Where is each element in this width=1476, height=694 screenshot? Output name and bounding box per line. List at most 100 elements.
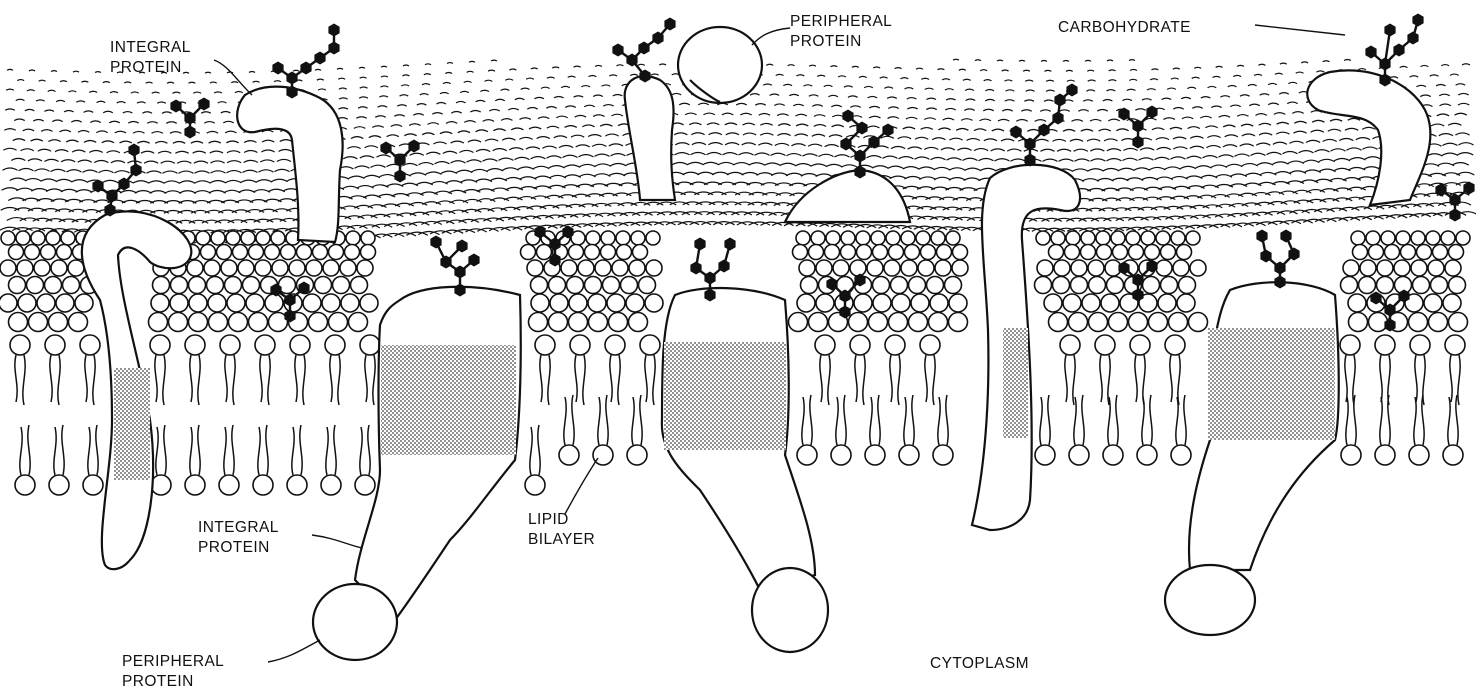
surface-arc — [152, 132, 163, 134]
surface-arc — [828, 95, 838, 96]
lipid-head — [0, 294, 17, 312]
lipid-tail — [1150, 395, 1152, 445]
surface-arc — [1242, 134, 1255, 136]
surface-arc — [1207, 136, 1220, 138]
surface-arc — [493, 129, 505, 131]
lipid-head — [1165, 335, 1185, 355]
surface-arc — [268, 189, 285, 192]
surface-arc — [966, 99, 976, 100]
surface-arc — [756, 173, 773, 176]
surface-arc — [137, 141, 149, 143]
lipid-head — [826, 231, 840, 245]
surface-arc — [932, 138, 945, 140]
surface-arc — [107, 151, 120, 153]
surface-arc — [967, 139, 980, 141]
surface-arc — [1389, 77, 1398, 78]
lipid-tail — [925, 355, 927, 402]
surface-arc — [526, 78, 534, 79]
surface-arc — [1299, 151, 1314, 153]
surface-arc — [76, 101, 85, 102]
surface-arc — [526, 147, 540, 149]
lipid-head — [1385, 245, 1400, 260]
lipid-head — [595, 260, 611, 276]
lipid-head — [221, 260, 237, 276]
surface-arc — [48, 140, 60, 142]
lipid-tail — [820, 355, 822, 402]
lipid-head — [1069, 445, 1089, 465]
surface-arc — [446, 122, 457, 124]
surface-arc — [115, 131, 126, 133]
surface-arc — [354, 127, 365, 129]
lipid-tail — [1458, 355, 1460, 405]
lipid-head — [61, 231, 75, 245]
surface-arc — [493, 149, 507, 151]
lipid-tail — [268, 355, 270, 405]
surface-arc — [1256, 114, 1267, 116]
surface-arc — [342, 186, 359, 189]
surface-arc — [459, 150, 473, 152]
sugar-unit — [328, 42, 339, 55]
lipid-head — [1441, 231, 1455, 245]
lipid-head — [621, 277, 638, 294]
lipid-head — [889, 313, 908, 332]
surface-arc — [1156, 177, 1173, 180]
surface-arc — [460, 180, 477, 183]
surface-arc — [1459, 143, 1474, 145]
surface-arc — [1021, 110, 1032, 112]
surface-arc — [436, 103, 446, 104]
surface-arc — [884, 87, 893, 88]
lipid-tail — [224, 427, 226, 475]
surface-arc — [758, 143, 772, 145]
peripheral-protein-3 — [1165, 565, 1255, 635]
surface-arc — [563, 155, 578, 157]
surface-arc — [809, 65, 816, 66]
surface-arc — [7, 69, 13, 70]
surface-arc — [1274, 172, 1291, 175]
surface-arc — [409, 124, 420, 126]
lipid-head — [1375, 445, 1395, 465]
surface-arc — [777, 114, 788, 116]
surface-arc — [707, 153, 722, 155]
lipid-head — [603, 277, 620, 294]
lipid-head — [841, 231, 855, 245]
surface-arc — [1082, 179, 1099, 182]
surface-arc — [1235, 154, 1250, 156]
surface-arc — [416, 182, 433, 185]
sugar-unit — [1384, 24, 1395, 37]
surface-arc — [534, 176, 551, 179]
surface-arc — [984, 80, 992, 81]
surface-arc — [1289, 171, 1306, 174]
sugar-unit — [272, 62, 283, 75]
surface-arc — [547, 126, 559, 128]
surface-arc — [179, 171, 194, 173]
surface-arc — [225, 180, 241, 182]
surface-arc — [957, 148, 971, 150]
surface-arc — [1334, 168, 1351, 171]
lipid-head — [873, 245, 888, 260]
surface-arc — [89, 151, 102, 153]
lipid-head — [891, 277, 908, 294]
lipid-tail — [640, 395, 642, 445]
lipid-tail — [828, 355, 830, 405]
surface-arc — [256, 180, 272, 182]
surface-arc — [594, 174, 611, 177]
lipid-head — [1343, 260, 1359, 276]
surface-arc — [402, 75, 409, 76]
surface-arc — [945, 108, 956, 110]
surface-arc — [468, 140, 481, 142]
surface-arc — [1126, 178, 1143, 181]
lipid-head — [1149, 313, 1168, 332]
lipid-tail — [572, 395, 574, 445]
surface-arc — [565, 106, 576, 108]
surface-arc — [1450, 74, 1459, 75]
surface-arc — [953, 59, 959, 60]
lipid-head — [537, 245, 552, 260]
surface-arc — [403, 65, 409, 66]
lipid-head — [789, 313, 808, 332]
surface-arc — [41, 179, 57, 181]
lipid-head — [601, 245, 616, 260]
surface-arc — [147, 122, 158, 124]
lipid-head — [238, 260, 254, 276]
lipid-head — [1063, 294, 1081, 312]
surface-arc — [71, 180, 87, 182]
